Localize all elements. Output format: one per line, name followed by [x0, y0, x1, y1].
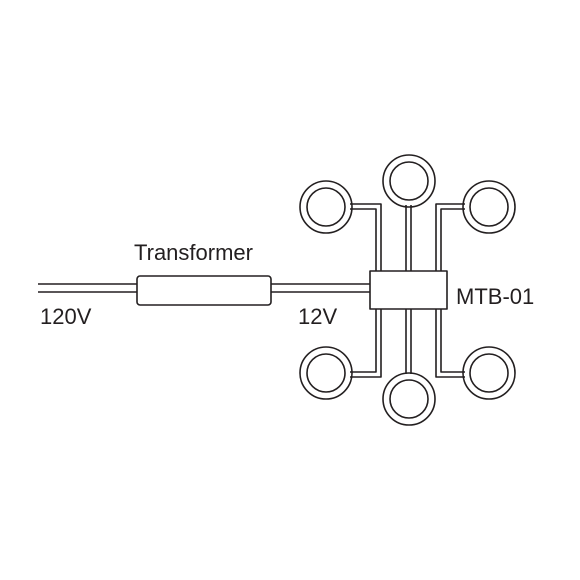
- input-cable: [38, 283, 137, 293]
- light-top-right: [462, 180, 516, 234]
- light-bottom-left: [299, 346, 353, 400]
- output-voltage-label: 12V: [298, 304, 338, 329]
- input-voltage-label: 120V: [40, 304, 92, 329]
- output-cable: [271, 283, 370, 293]
- light-bottom-right: [462, 346, 516, 400]
- light-wires: [350, 203, 465, 378]
- junction-box-label: MTB-01: [456, 284, 535, 309]
- light-top-left: [299, 180, 353, 234]
- light-bottom-center: [382, 372, 436, 426]
- light-top-center: [382, 154, 436, 208]
- junction-box: [369, 270, 448, 310]
- transformer-box: [136, 275, 272, 306]
- transformer-label: Transformer: [134, 240, 253, 265]
